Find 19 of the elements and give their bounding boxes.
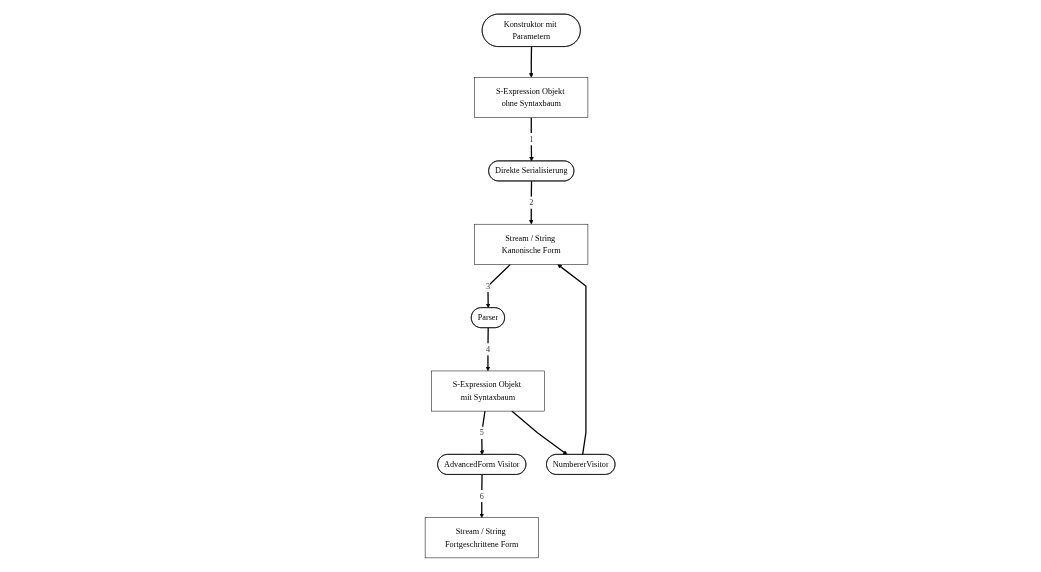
arrow (511, 410, 568, 455)
edge-label: 1 (529, 134, 534, 144)
edge-label: 3 (486, 281, 491, 291)
node-box: Stream / String Kanonische Form (474, 223, 589, 265)
node-box: Stream / String Fortgeschrittene Form (425, 517, 540, 559)
edge-label: 2 (529, 197, 534, 207)
arrow (529, 180, 534, 225)
arrow (480, 410, 487, 455)
edge-label: 4 (486, 344, 491, 354)
node-box: S-Expression Objekt ohne Syntaxbaum (474, 77, 589, 118)
arrow (479, 474, 485, 518)
node-box: S-Expression Objekt mit Syntaxbaum (431, 370, 546, 412)
arrow (529, 46, 534, 78)
arrow (486, 327, 491, 372)
edge-label: 5 (480, 428, 485, 437)
edge-label: 6 (480, 491, 485, 501)
arrow (486, 263, 512, 309)
arrow (529, 116, 535, 162)
arrow (557, 264, 587, 456)
